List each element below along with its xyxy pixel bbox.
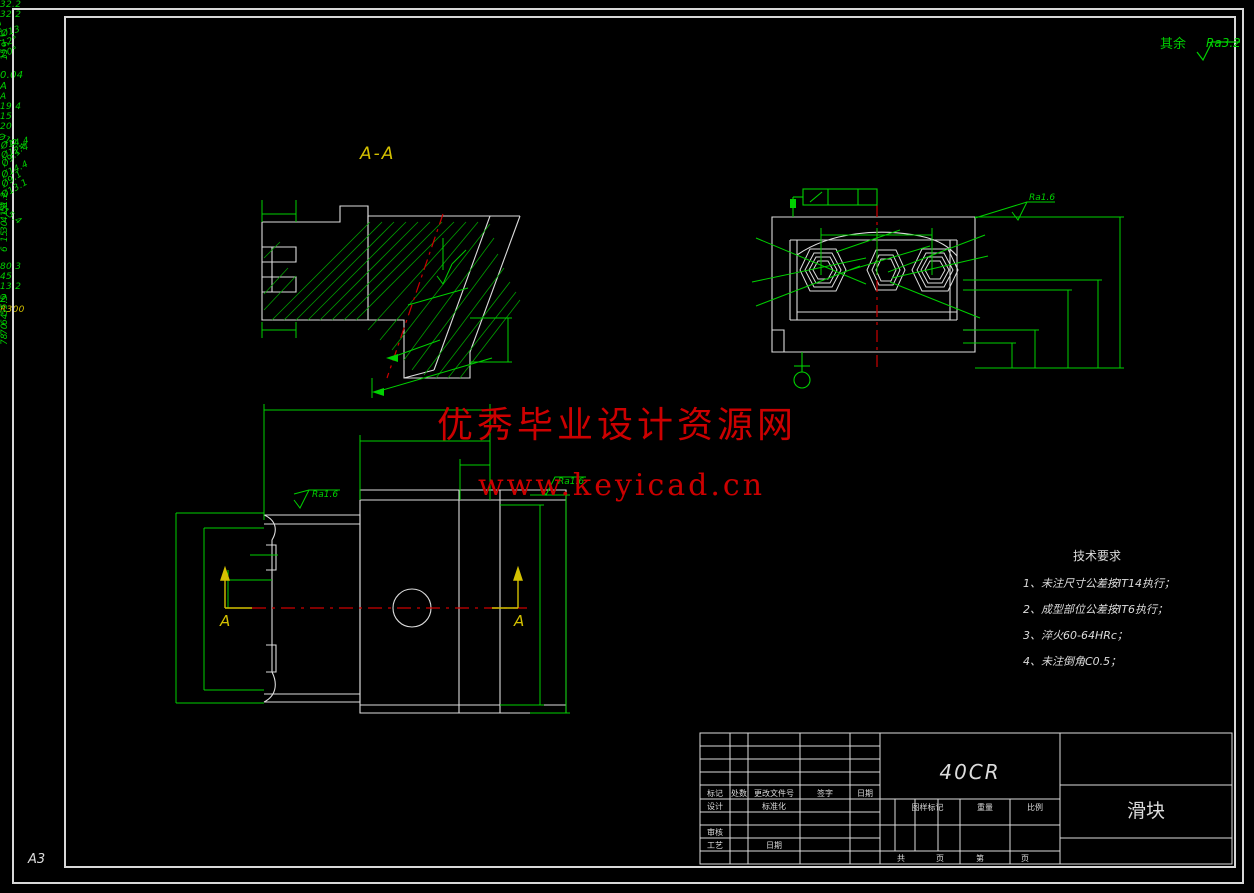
tech-req-item-1: 1、未注尺寸公差按IT14执行；: [1023, 577, 1175, 590]
plan-surface-finish-right: Ra1.6: [558, 477, 585, 487]
tolerance-datum: A: [0, 81, 8, 92]
watermark-line-2: www.keyicad.cn: [478, 468, 766, 503]
sheet-border-outer: [12, 8, 1244, 884]
tb-stamp-weight: 重量: [977, 803, 993, 812]
tb-header-count: 处数: [731, 789, 747, 798]
tb-sheet-total-unit: 页: [936, 854, 944, 863]
tb-row-review-label: 审核: [707, 828, 723, 837]
tb-row-design-label: 设计: [707, 802, 723, 811]
tb-material: 40CR: [939, 760, 1001, 784]
dim-plan-length-45: 45: [0, 272, 13, 282]
tb-row-design-mid: 标准化: [762, 802, 786, 811]
front-surface-finish-label: Ra1.6: [1029, 193, 1056, 203]
tb-stamp-scale: 比例: [1027, 803, 1043, 812]
tb-stamp-mark: 图样标记: [911, 803, 944, 812]
watermark-line-1: 优秀毕业设计资源网: [437, 405, 798, 446]
dim-section-bottom-width: 32.2: [0, 10, 22, 20]
tb-sheet-no-label: 第: [976, 854, 984, 863]
sheet-border-inner: [64, 16, 1236, 868]
dim-plan-height-78: 78: [0, 333, 10, 345]
other-surface-value: Ra3.2: [1206, 36, 1241, 50]
tb-header-docno: 更改文件号: [754, 789, 794, 798]
tb-row-process-label: 工艺: [707, 841, 723, 850]
dim-plan-overall-length: 80.3: [0, 262, 22, 272]
tech-req-item-2: 2、成型部位公差按IT6执行；: [1023, 603, 1168, 616]
dim-front-pitch-mid: 15: [0, 112, 13, 122]
dim-plan-length-13: 13.2: [0, 282, 22, 292]
tech-req-item-3: 3、淬火60-64HRc；: [1023, 629, 1128, 642]
dim-plan-slot-width: 2: [0, 292, 8, 305]
dim-front-pitch-right: 20: [0, 122, 13, 132]
plan-surface-finish-left: Ra1.6: [312, 490, 339, 500]
tb-header-mark: 标记: [707, 789, 723, 798]
tech-req-item-4: 4、未注倒角C0.5；: [1023, 655, 1122, 668]
tb-header-signature: 签字: [817, 789, 833, 798]
tolerance-value: 0.04: [0, 70, 24, 81]
section-mark-right: A: [514, 612, 527, 630]
section-mark-left: A: [220, 612, 233, 630]
sheet-size-label: A3: [28, 852, 46, 867]
tb-sheet-no-unit: 页: [1021, 854, 1029, 863]
tech-req-heading: 技术要求: [1073, 549, 1122, 563]
datum-a-label: A: [0, 92, 7, 102]
tb-header-date: 日期: [857, 789, 873, 798]
section-title: A-A: [360, 144, 396, 164]
tb-row-process-mid: 日期: [766, 841, 782, 850]
other-surface-label: 其余: [1160, 37, 1187, 52]
tb-sheet-total-label: 共: [897, 854, 905, 863]
dim-front-pitch-left: 19.4: [0, 102, 22, 112]
tb-part-name: 滑块: [1126, 800, 1165, 822]
dim-section-top-width: 32.2: [0, 0, 22, 10]
